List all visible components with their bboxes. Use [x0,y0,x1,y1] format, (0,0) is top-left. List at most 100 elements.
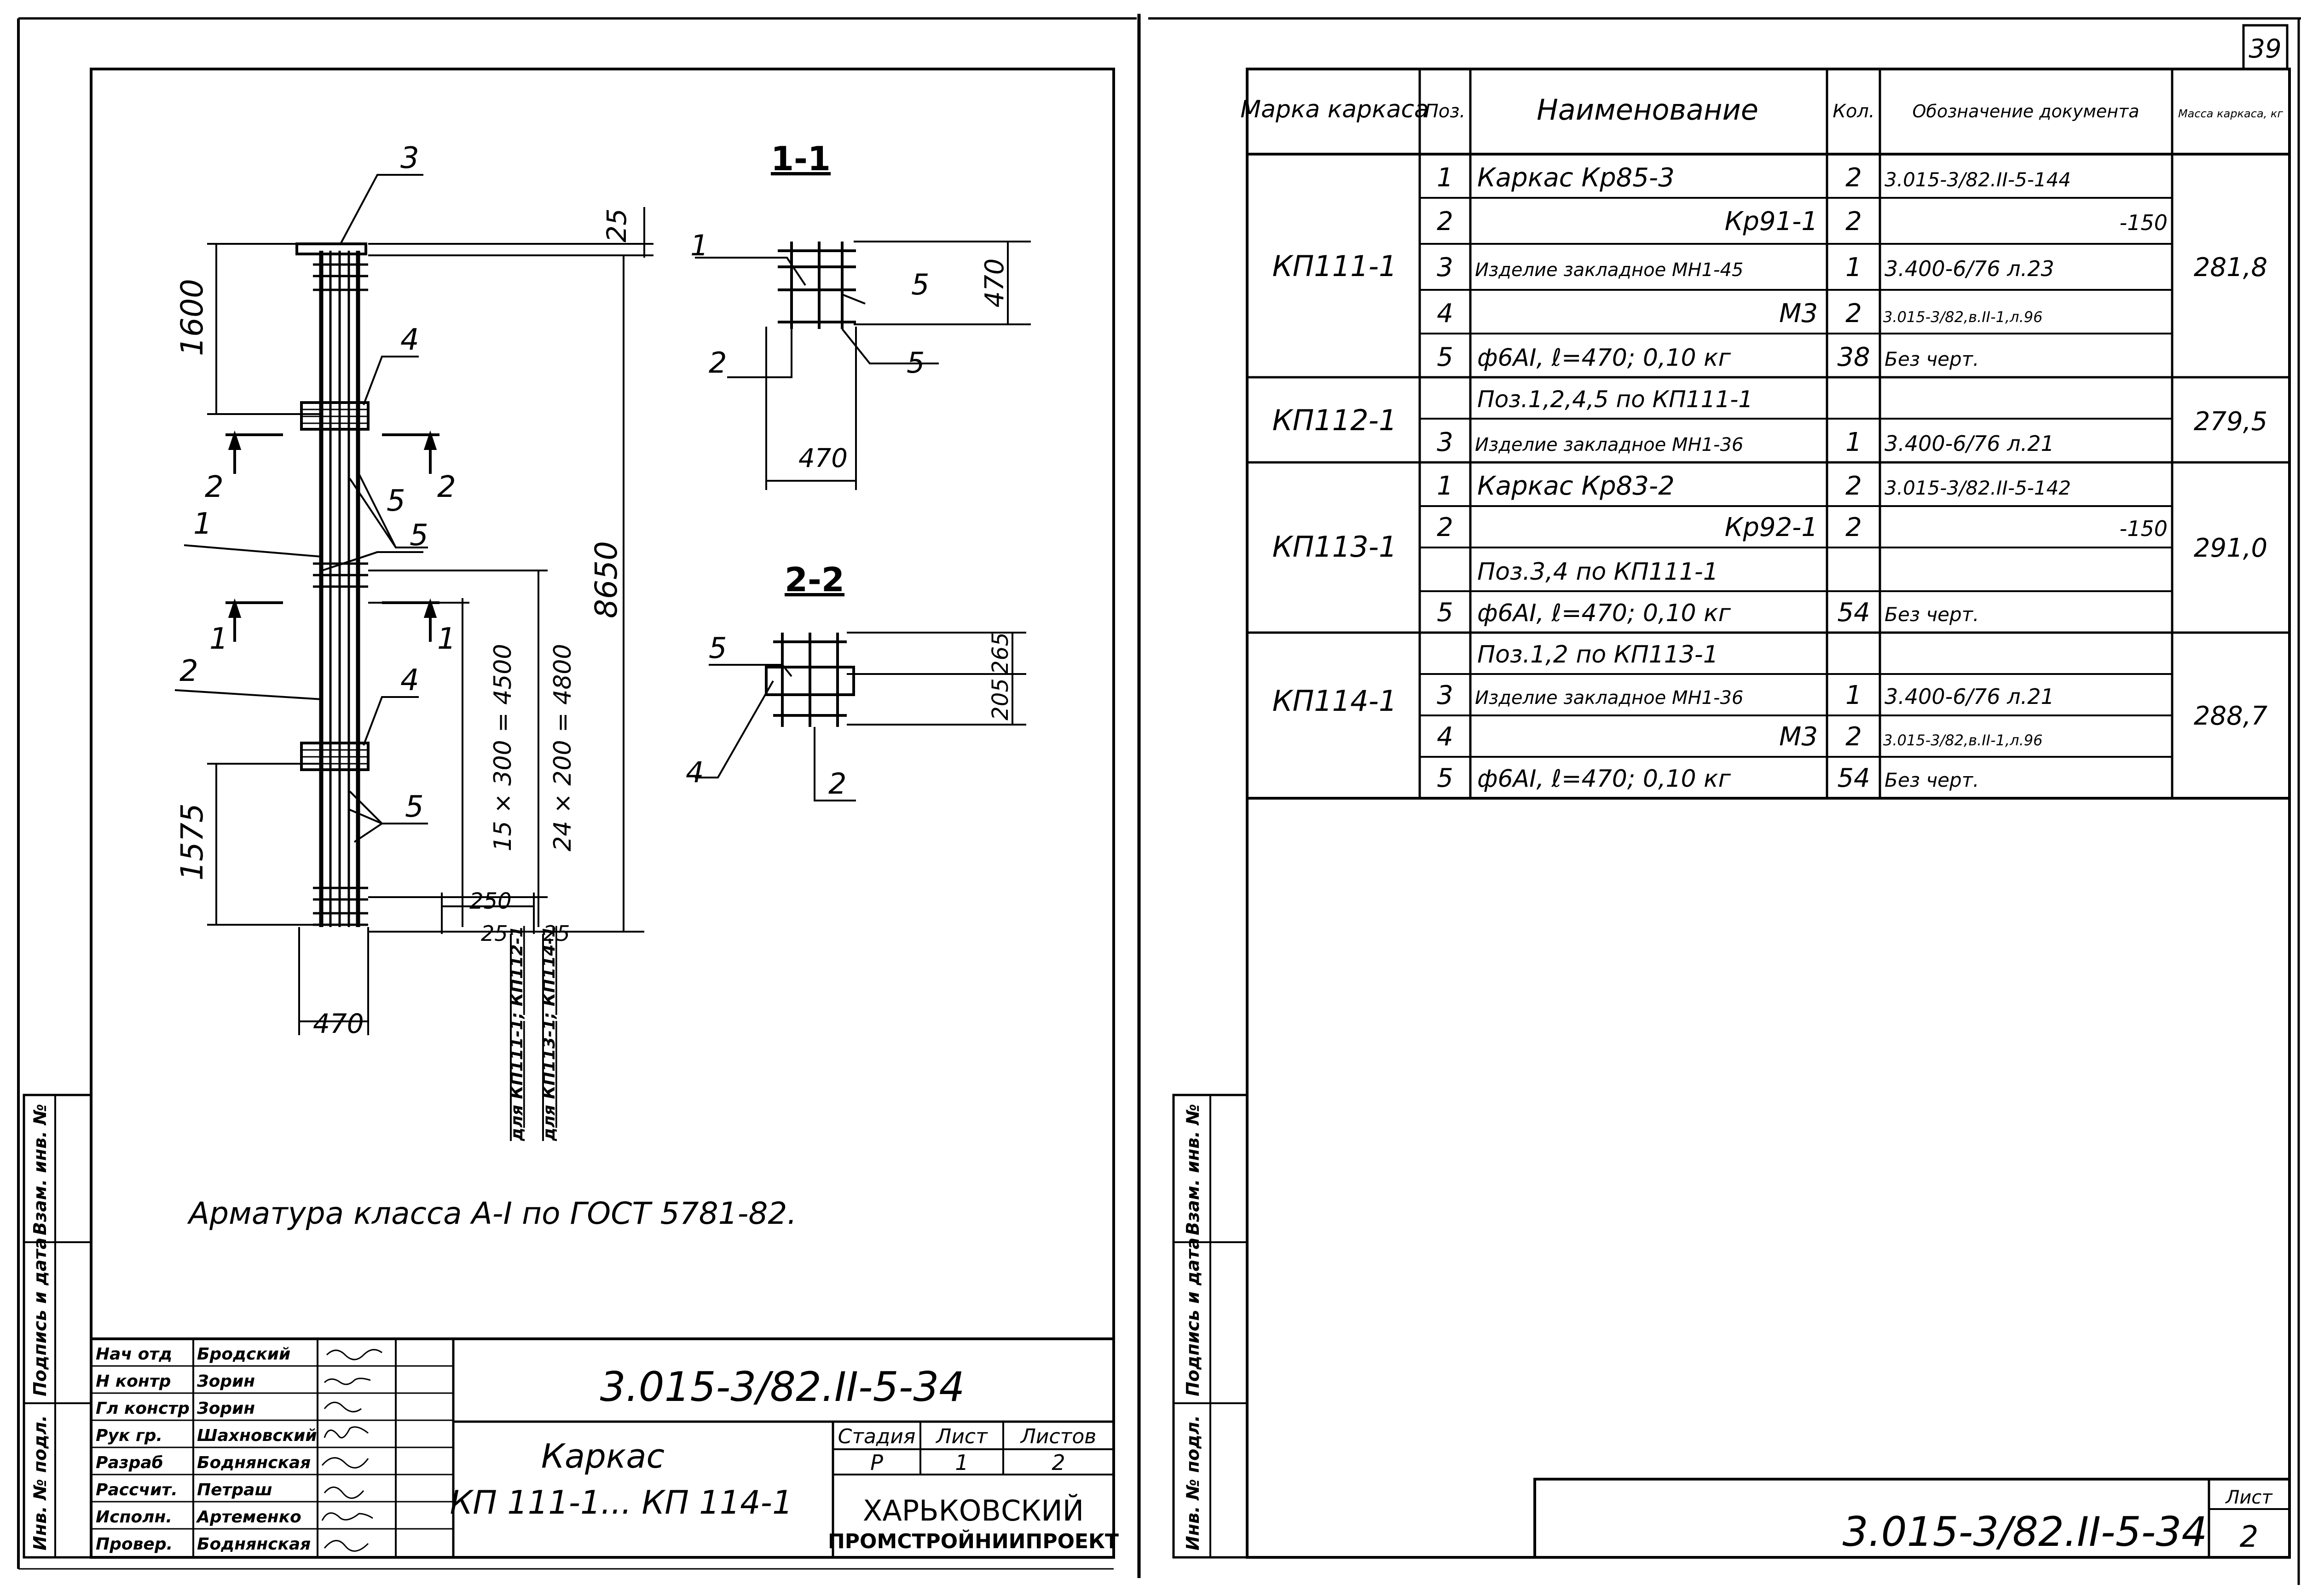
marka-kp111: КП111-1 [1272,249,1397,283]
section-2-2-callout-2: 2 [828,767,846,801]
qty: 38 [1837,342,1870,372]
role-2: Гл констр [96,1399,190,1418]
pos: 1 [1437,471,1453,501]
leader-lines [174,174,428,843]
pos: 5 [1437,763,1453,793]
cut-1-right: 1 [437,622,456,656]
section-1-1-callout-2: 2 [709,346,727,380]
pos: 5 [1437,598,1453,628]
section-1-1-callout-5-a: 5 [911,268,929,301]
dim-25-b: 25 [543,921,570,946]
callout-1: 1 [193,507,212,541]
name-4: Боднянская [197,1453,311,1472]
stamp-inv-podl: Инв. № подл. [30,1415,50,1550]
pos: 4 [1437,722,1453,752]
section-2-2-callout-4: 4 [686,755,704,789]
role-0: Нач отд [96,1345,172,1364]
callout-4-bottom: 4 [400,663,419,697]
signatures [321,1349,382,1552]
role-4: Разраб [96,1453,163,1472]
stamp-inv-podl: Инв. № подл. [1183,1415,1203,1550]
name-2: Зорин [197,1399,255,1418]
section-2-2-dim-205: 205 [988,678,1013,720]
doc: 3.400-6/76 л.21 [1885,431,2054,456]
name: Изделие закладное МН1-45 [1475,259,1743,281]
header-naimenovanie: Наименование [1537,93,1758,127]
name: Изделие закладное МН1-36 [1475,434,1743,455]
mass-kp111: 281,8 [2194,253,2267,282]
title-line-2: КП 111-1... КП 114-1 [450,1484,793,1521]
dim-1600: 1600 [174,279,210,356]
callouts: 3 4 4 5 5 5 1 2 2 2 1 1 1 5 2 5 5 4 2 [179,141,929,824]
name: М3 [1779,299,1818,328]
dimension-lines [207,207,653,1141]
dim-25-top: 25 [601,208,632,242]
callout-4-top: 4 [400,323,419,357]
role-6: Исполн. [96,1508,172,1527]
name: ф6АI, ℓ=470; 0,10 кг [1477,765,1731,793]
doc: 3.400-6/76 л.23 [1885,256,2054,281]
dimension-texts: 25 1600 8650 15 × 300 = 4500 24 × 200 = … [174,208,1013,1039]
qty: 2 [1845,722,1862,752]
header-marka: Марка каркаса [1240,96,1429,123]
role-3: Рук гр. [96,1426,162,1445]
mass-kp114: 288,7 [2194,701,2268,731]
section-1-1 [695,241,1031,490]
doc: 3.015-3/82.II-5-142 [1885,477,2071,499]
footer-doc-code: 3.015-3/82.II-5-34 [1843,1508,2208,1556]
dim-4500: 15 × 300 = 4500 [489,644,517,851]
qty: 1 [1845,680,1862,710]
name-5: Петраш [197,1481,272,1499]
doc: Без черт. [1885,769,1979,791]
stamp-vzam-inv: Взам. инв. № [1183,1104,1203,1235]
dim-4800: 24 × 200 = 4800 [549,644,577,851]
name: Изделие закладное МН1-36 [1475,687,1743,709]
doc: Без черт. [1885,603,1979,626]
name-0: Бродский [197,1345,290,1364]
role-1: Н контр [96,1372,171,1391]
section-2-2-dim-265: 265 [988,632,1013,674]
reinforcement-note: Арматура класса А-I по ГОСТ 5781-82. [187,1196,797,1231]
vertical-note-kp111-kp112: для КП111-1; КП112-1 [508,926,526,1141]
callout-2: 2 [179,654,198,688]
name-6: Артеменко [196,1508,301,1527]
name-1: Зорин [197,1372,255,1391]
page-number: 39 [2249,34,2281,64]
name: Кр92-1 [1725,513,1818,542]
qty: 2 [1845,471,1862,501]
cut-1-left: 1 [209,622,228,656]
qty: 1 [1845,427,1862,457]
left-side-stamp: Инв. № подл. Подпись и дата Взам. инв. № [23,1094,93,1559]
cut-2-right: 2 [437,470,456,504]
header-kol: Кол. [1833,101,1874,122]
sheets-value: 2 [1052,1450,1065,1475]
stage-label: Стадия [838,1425,916,1448]
sheet-value: 1 [955,1450,968,1475]
name: Поз.1,2,4,5 по КП111-1 [1477,386,1753,413]
dim-470: 470 [313,1008,364,1039]
name: М3 [1779,722,1818,752]
pos: 2 [1437,513,1453,542]
dim-250: 250 [469,888,512,914]
stamp-signature-date: Подпись и дата [1183,1238,1203,1396]
sheets-label: Листов [1020,1425,1096,1448]
footer-sheet-label: Лист [2225,1487,2273,1508]
header-massa: Масса каркаса, кг [2178,107,2283,120]
section-title-1-1: 1-1 [771,139,831,178]
right-sheet: 39 Марка карк [1172,24,2291,1559]
qty: 1 [1845,253,1862,282]
pos: 3 [1437,680,1453,710]
name: Поз.1,2 по КП113-1 [1477,641,1718,668]
marka-kp113: КП113-1 [1272,530,1397,564]
footer-sheet-number: 2 [2240,1520,2259,1554]
callout-5-b: 5 [410,519,428,553]
doc-code: 3.015-3/82.II-5-34 [600,1363,965,1411]
left-sheet: 25 1600 8650 15 × 300 = 4500 24 × 200 = … [23,68,1119,1559]
doc: 3.015-3/82,в.II-1,л.96 [1883,308,2043,326]
name: ф6АI, ℓ=470; 0,10 кг [1477,599,1731,627]
pos: 4 [1437,299,1453,328]
marka-kp112: КП112-1 [1272,403,1397,437]
section-1-1-callout-1: 1 [690,229,708,262]
name: ф6АI, ℓ=470; 0,10 кг [1477,344,1731,372]
